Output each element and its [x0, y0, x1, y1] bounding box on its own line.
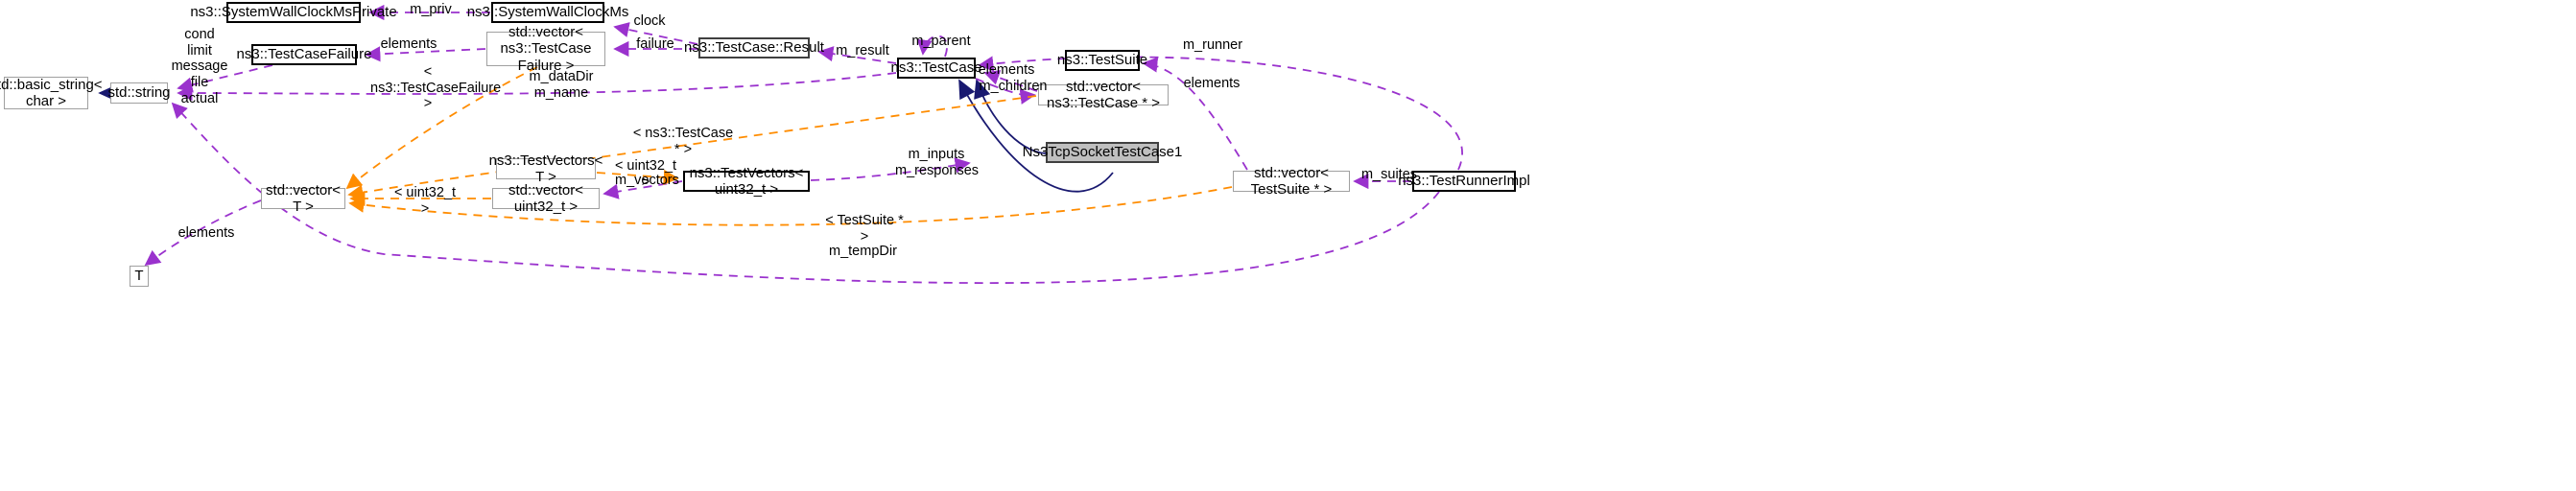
edge-label-m_runner: m_runner — [1182, 37, 1243, 53]
edge-label-elements_2: elements — [978, 62, 1035, 78]
node-basic_string[interactable]: std::basic_string< char > — [0, 76, 103, 109]
node-testrunnerimpl[interactable]: ns3::TestRunnerImpl — [1398, 171, 1530, 192]
node-string[interactable]: std::string — [107, 82, 171, 104]
edge-label-m_inputs: m_inputs m_responses — [895, 147, 980, 178]
edge-label-m_suites: m_suites — [1360, 167, 1418, 182]
edge-label-tpl_testsuite: < TestSuite * > — [825, 213, 904, 245]
edge-label-tpl_uint32_b: < uint32_t > — [393, 185, 457, 217]
node-vec_T[interactable]: std::vector< T > — [261, 182, 345, 215]
node-vec_uint32[interactable]: std::vector< uint32_t > — [492, 182, 600, 215]
node-sysclockprivate[interactable]: ns3::SystemWallClockMsPrivate — [190, 2, 397, 23]
edge-label-m_tempDir: m_tempDir — [829, 244, 897, 259]
node-testsuite[interactable]: ns3::TestSuite — [1057, 50, 1147, 71]
node-testvectors_T[interactable]: ns3::TestVectors< T > — [488, 152, 603, 185]
edge-label-elements_4: elements — [177, 225, 235, 241]
node-sysclockms[interactable]: ns3::SystemWallClockMs — [467, 2, 628, 23]
edge-label-tpl_failure: < ns3::TestCaseFailure > — [370, 64, 502, 112]
edge-label-m_vectors: m_vectors — [615, 173, 679, 188]
edge-label-m_result: m_result — [836, 43, 889, 58]
node-vec_testcase_ptr[interactable]: std::vector< ns3::TestCase * > — [1038, 79, 1169, 111]
node-vec_testsuite_ptr[interactable]: std::vector< TestSuite * > — [1233, 165, 1350, 198]
node-testvectors_u32[interactable]: ns3::TestVectors< uint32_t > — [683, 165, 810, 198]
edge-label-tpl_uint32_a: < uint32_t > — [614, 158, 677, 190]
edge-label-m_children: m_children — [979, 79, 1048, 94]
node-vec_testcasefail[interactable]: std::vector< ns3::TestCase Failure > — [486, 24, 605, 74]
edge-label-failure: failure — [636, 36, 674, 52]
edge-label-m_priv: m_priv — [410, 2, 452, 17]
node-testcase[interactable]: ns3::TestCase — [890, 58, 982, 79]
edge-label-clock: clock — [633, 13, 666, 29]
node-T[interactable]: T — [130, 266, 149, 287]
edge-label-tpl_testcase: < ns3::TestCase * > — [632, 126, 734, 157]
edge-label-m_parent: m_parent — [911, 34, 971, 49]
node-testcasefailure[interactable]: ns3::TestCaseFailure — [237, 44, 371, 65]
edge-label-elements_3: elements — [1183, 76, 1241, 91]
edge-label-m_dataDir: m_dataDir m_name — [529, 69, 594, 101]
node-focus[interactable]: Ns3TcpSocketTestCase1 — [1023, 142, 1182, 163]
node-testcase_result[interactable]: ns3::TestCase::Result — [684, 37, 824, 58]
edge-label-cond_group: cond limit message file actual — [171, 27, 228, 106]
edge-label-elements_1: elements — [380, 36, 437, 52]
